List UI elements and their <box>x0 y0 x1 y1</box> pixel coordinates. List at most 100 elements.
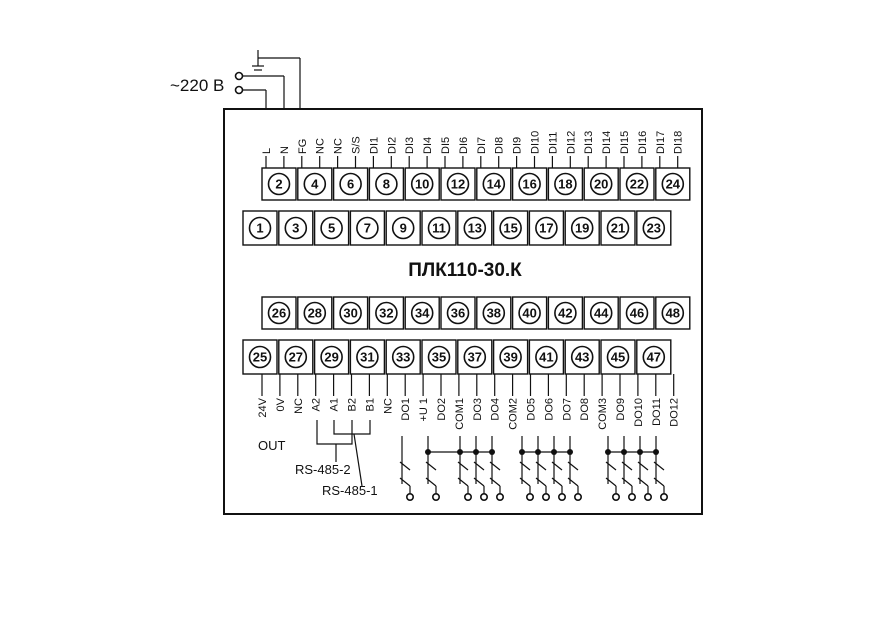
terminal-number: 21 <box>611 221 625 236</box>
terminal-18: 18 <box>547 167 584 201</box>
terminal-screw <box>303 172 327 196</box>
terminal-screw <box>356 216 379 240</box>
output-channel <box>519 461 534 501</box>
terminal-label: DI18 <box>673 131 685 154</box>
terminal-screw <box>410 301 434 325</box>
terminal-label: 0V <box>275 397 287 411</box>
terminal-number: 10 <box>415 177 429 192</box>
terminal-number: 16 <box>522 177 536 192</box>
terminal-screw <box>375 172 398 196</box>
terminal-label: A2 <box>311 398 323 411</box>
terminal-screw <box>446 301 470 325</box>
terminal-number: 1 <box>256 221 263 236</box>
output-terminal <box>463 492 472 501</box>
output-channel <box>605 461 620 501</box>
terminal-number: 30 <box>343 306 357 321</box>
terminal-screw <box>642 345 666 369</box>
terminal-number: 12 <box>451 177 465 192</box>
terminal-label: DO4 <box>490 398 502 421</box>
terminal-number: 27 <box>289 350 303 365</box>
output-terminal <box>525 492 534 501</box>
terminal-number: 3 <box>292 221 299 236</box>
terminal-screw <box>589 172 613 196</box>
terminal-screw <box>661 301 685 325</box>
terminal-34: 34 <box>404 296 440 330</box>
terminal-24: 24 <box>655 167 691 201</box>
terminal-label: DO1 <box>400 398 412 421</box>
terminal-31: 31 <box>349 339 386 375</box>
terminal-44: 44 <box>583 296 619 330</box>
terminal-5: 5 <box>313 210 350 246</box>
output-terminal <box>541 492 550 501</box>
terminal-47: 47 <box>636 339 672 375</box>
terminal-number: 22 <box>630 177 644 192</box>
terminal-number: 29 <box>324 350 338 365</box>
terminal-17: 17 <box>528 210 565 246</box>
terminal-38: 38 <box>476 296 512 330</box>
terminal-screw <box>427 216 451 240</box>
terminal-number: 20 <box>594 177 608 192</box>
terminal-36: 36 <box>440 296 476 330</box>
output-terminal <box>659 492 668 501</box>
terminal-label: DO7 <box>561 398 573 421</box>
terminal-screw <box>391 345 415 369</box>
terminal-label: DO5 <box>526 398 538 421</box>
terminal-7: 7 <box>349 210 386 246</box>
terminal-number: 14 <box>487 177 502 192</box>
output-channel <box>399 461 414 501</box>
terminal-16: 16 <box>511 167 548 201</box>
terminal-number: 47 <box>647 350 661 365</box>
terminal-label: DI13 <box>583 131 595 154</box>
terminal-label: DO12 <box>669 398 681 427</box>
terminal-screw <box>248 216 272 240</box>
terminal-screw <box>554 301 577 325</box>
terminal-label: DO10 <box>633 398 645 427</box>
terminal-box <box>457 339 493 375</box>
terminal-label: 24V <box>257 397 269 417</box>
terminal-number: 26 <box>272 306 286 321</box>
terminal-label: DI17 <box>655 131 667 154</box>
terminal-label: DI10 <box>530 131 542 154</box>
terminal-number: 24 <box>666 177 681 192</box>
terminal-label: A1 <box>329 398 341 411</box>
terminal-number: 7 <box>364 221 371 236</box>
terminal-number: 6 <box>347 177 354 192</box>
terminal-number: 18 <box>558 177 572 192</box>
terminal-screw <box>642 216 666 240</box>
terminal-35: 35 <box>421 339 457 375</box>
terminal-label: DI15 <box>619 131 631 154</box>
terminal-number: 11 <box>432 221 446 236</box>
rs485-2-label: RS-485-2 <box>295 462 351 477</box>
terminal-box <box>457 210 493 246</box>
terminal-screw <box>339 172 362 196</box>
terminal-screw <box>606 216 630 240</box>
terminal-label: DI5 <box>440 137 452 154</box>
output-channel <box>567 461 582 501</box>
terminal-3: 3 <box>278 210 314 246</box>
terminal-32: 32 <box>368 296 405 330</box>
terminal-number: 31 <box>360 350 374 365</box>
terminal-label: DI14 <box>601 131 613 154</box>
terminal-number: 48 <box>666 306 680 321</box>
terminal-screw <box>320 216 343 240</box>
terminal-number: 38 <box>487 306 501 321</box>
terminal-label: NC <box>333 138 345 154</box>
terminal-number: 33 <box>396 350 410 365</box>
output-channel <box>637 461 652 501</box>
output-terminal <box>643 492 652 501</box>
terminal-screw <box>570 345 594 369</box>
terminal-screw <box>518 172 541 196</box>
terminal-13: 13 <box>457 210 493 246</box>
terminal-6: 6 <box>332 167 369 201</box>
terminal-screw <box>482 301 506 325</box>
terminal-screw <box>267 301 291 325</box>
terminal-screw <box>356 345 379 369</box>
terminal-label: DI12 <box>565 131 577 154</box>
output-terminal <box>495 492 504 501</box>
terminal-43: 43 <box>564 339 600 375</box>
output-terminal <box>479 492 488 501</box>
terminal-4: 4 <box>297 167 333 201</box>
